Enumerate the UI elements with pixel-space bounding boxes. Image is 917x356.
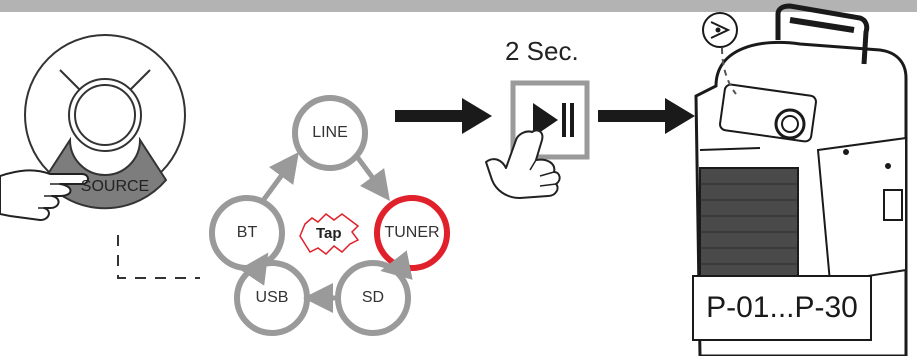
tap-burst-icon bbox=[299, 213, 360, 255]
hand-icon bbox=[0, 169, 89, 221]
cycle-node-label: USB bbox=[255, 289, 289, 306]
preset-range-text: P-01...P-30 bbox=[706, 291, 858, 324]
press-duration-label: 2 Sec. bbox=[505, 36, 579, 66]
cycle-node-label: LINE bbox=[312, 124, 348, 141]
arrow-bt-to-line bbox=[259, 151, 299, 204]
tap-label: Tap bbox=[316, 225, 342, 242]
arrow-line-to-tuner bbox=[355, 156, 390, 202]
cycle-node-label: BT bbox=[236, 224, 258, 241]
hand-press-icon bbox=[485, 129, 561, 199]
cycle-node-label: SD bbox=[361, 289, 385, 306]
arrow-usb-to-bt bbox=[239, 252, 269, 286]
source-selector-dial bbox=[24, 34, 186, 210]
cycle-node-label: TUNER bbox=[384, 224, 440, 241]
top-bar bbox=[0, 0, 917, 12]
eye-icon bbox=[702, 12, 738, 48]
flow-arrow-1 bbox=[395, 98, 492, 134]
cycle-arrows bbox=[239, 151, 413, 313]
dashed-connector bbox=[117, 235, 200, 279]
preset-display-box: P-01...P-30 bbox=[692, 275, 872, 341]
cycle-node-line bbox=[292, 95, 368, 171]
arrow-tuner-to-sd bbox=[380, 250, 413, 280]
play-pause-icon bbox=[510, 80, 590, 160]
eye-pointer-line bbox=[721, 47, 737, 95]
flow-arrow-2 bbox=[598, 98, 695, 134]
source-button-label: SOURCE bbox=[80, 178, 150, 195]
